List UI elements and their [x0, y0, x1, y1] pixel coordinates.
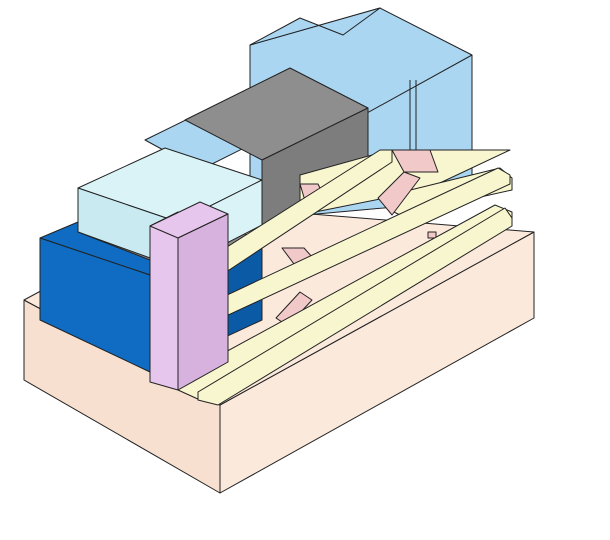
floor-slabs	[177, 149, 513, 406]
floor-slab-ground	[197, 207, 513, 406]
stair-2	[377, 171, 421, 216]
light-blue-tower-notch	[249, 7, 381, 46]
lavender-tower	[149, 201, 229, 391]
lavender-tower-side	[177, 213, 229, 391]
stair-1	[391, 149, 439, 173]
lavender-tower-front	[149, 211, 179, 391]
stair-6	[427, 231, 437, 239]
